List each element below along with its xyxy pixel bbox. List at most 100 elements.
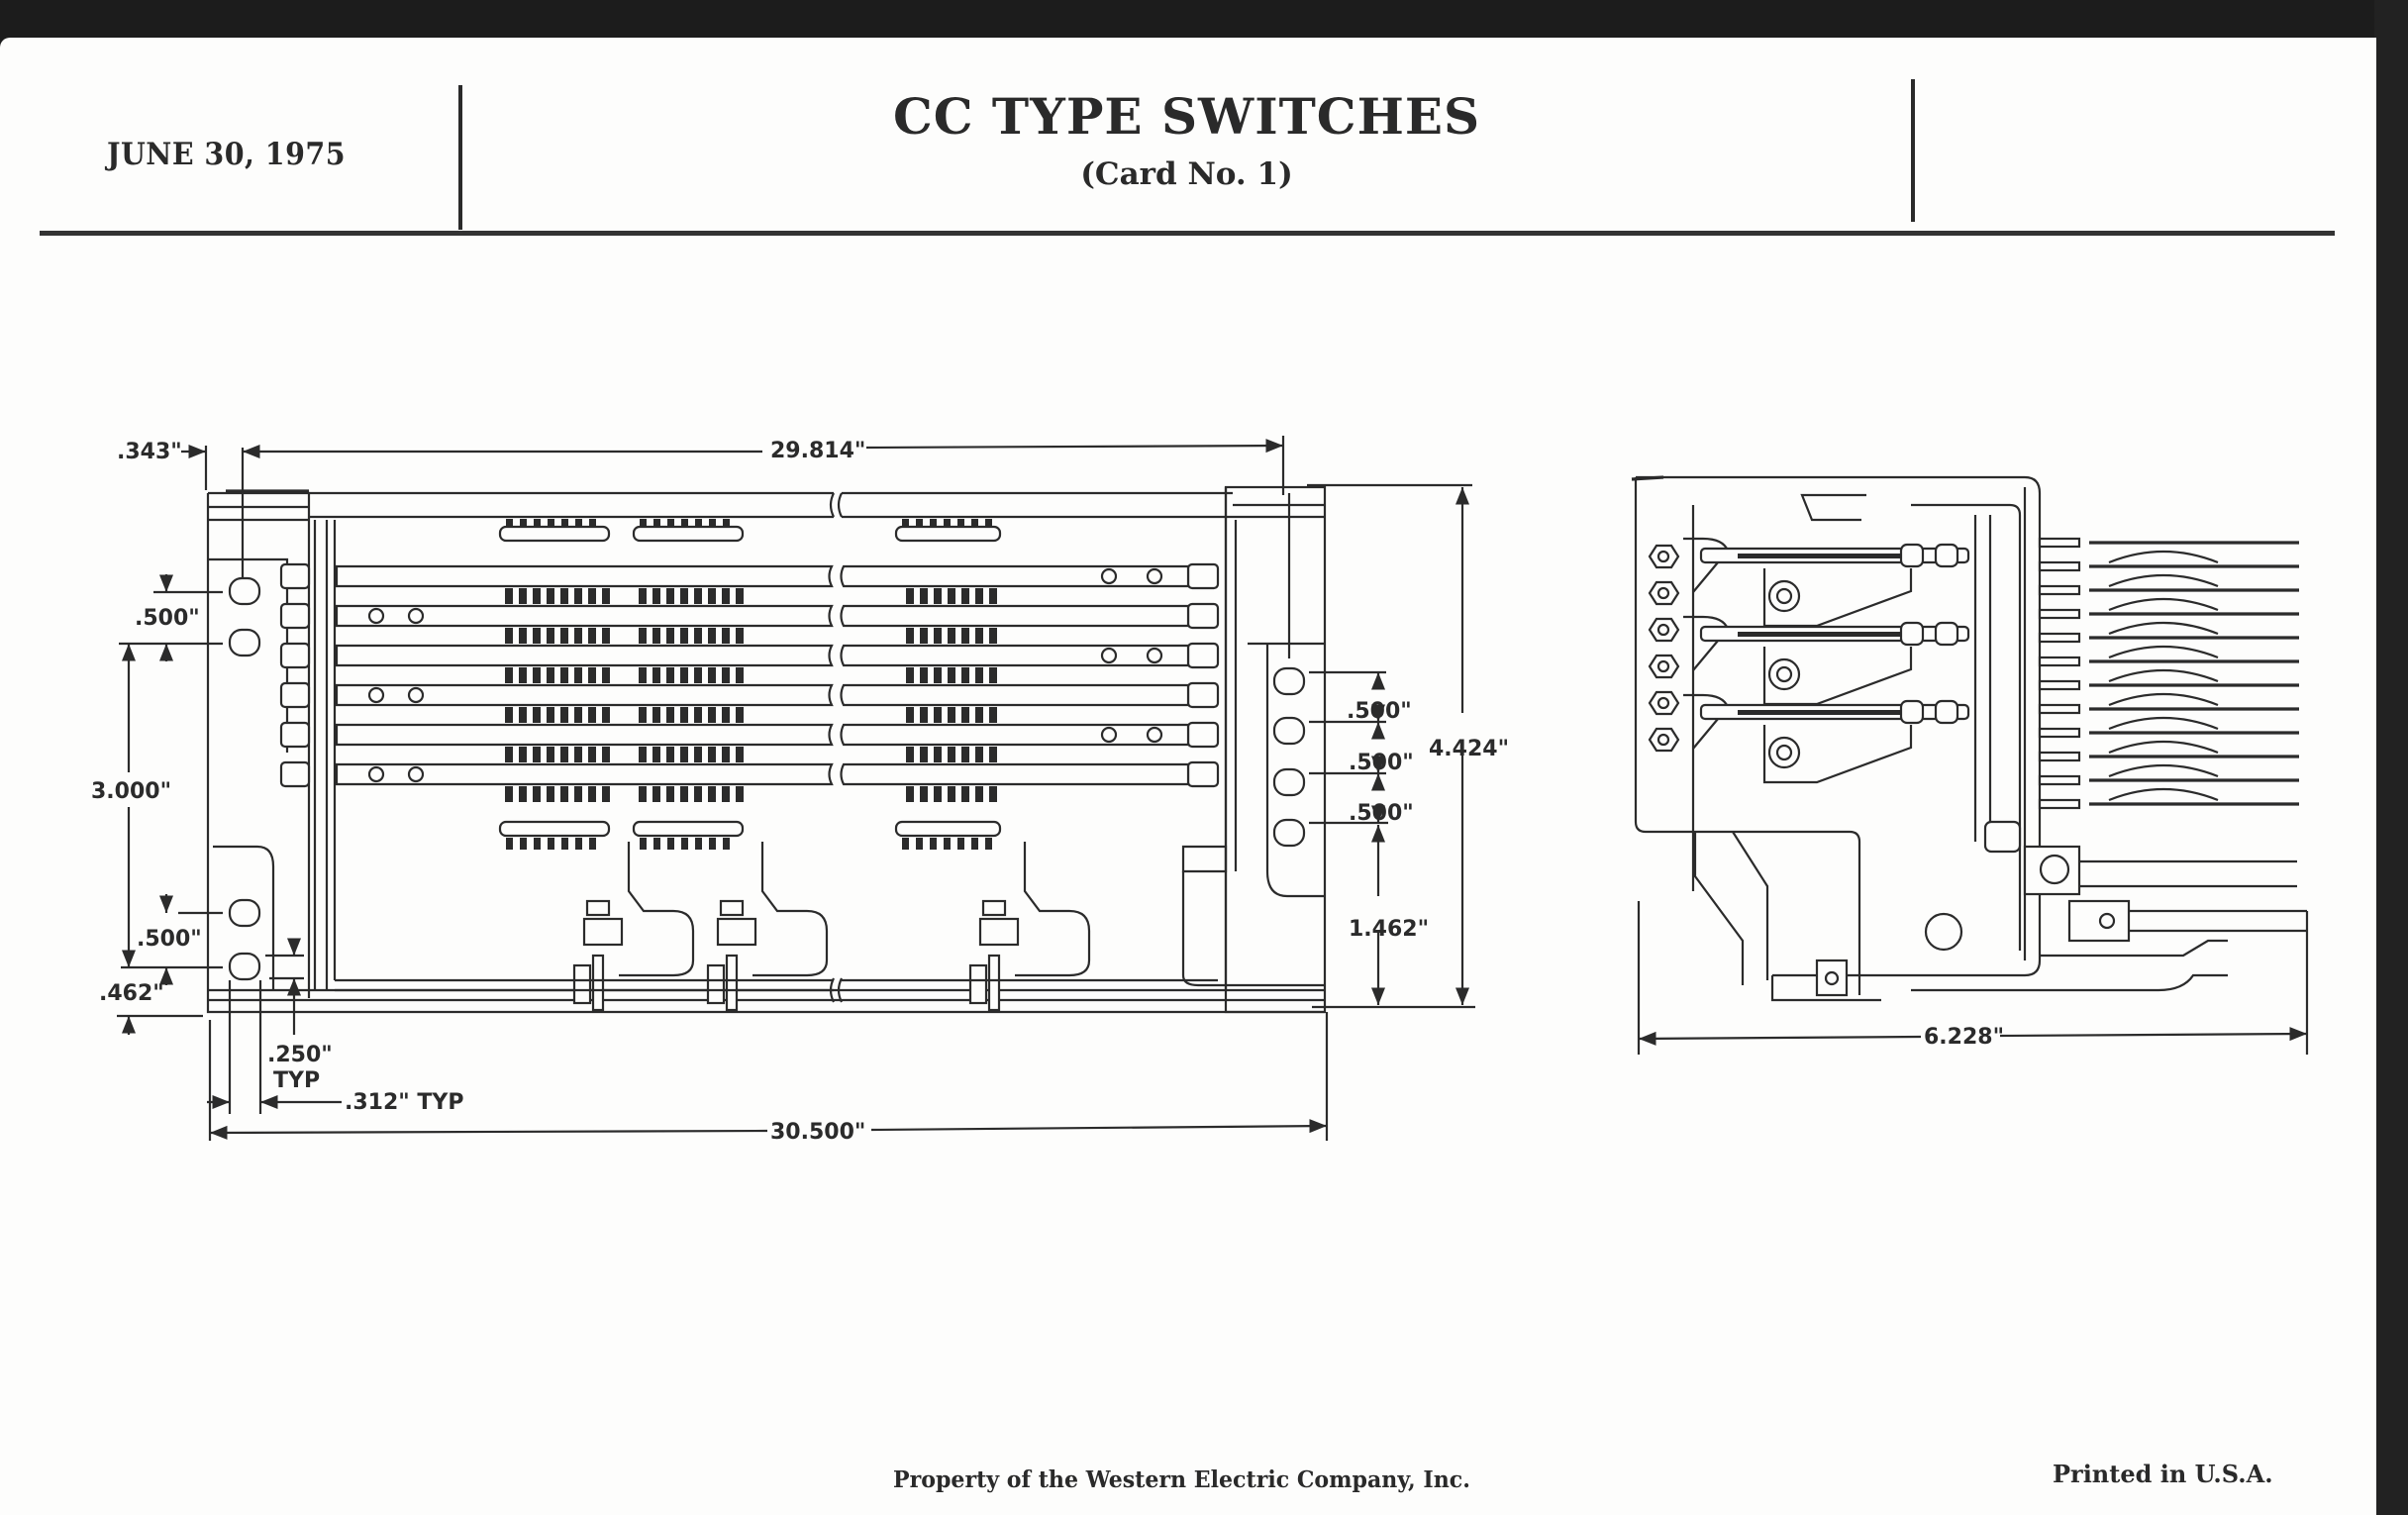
relay-bar xyxy=(840,604,1190,628)
contact-spring xyxy=(602,707,610,723)
contact-spring xyxy=(680,667,688,683)
contact-spring xyxy=(547,707,554,723)
spring-frame xyxy=(1683,615,1730,671)
hex-nut xyxy=(1648,727,1680,753)
contact-spring xyxy=(533,786,541,802)
contact-spring xyxy=(666,747,674,762)
contact-spring xyxy=(975,786,983,802)
contact-spring xyxy=(989,628,997,644)
spring-tip xyxy=(589,838,596,850)
hex-nut xyxy=(1186,602,1220,630)
contact-spring xyxy=(708,786,716,802)
contact-spring xyxy=(736,667,744,683)
contact-spring xyxy=(694,786,702,802)
spring-tip xyxy=(695,519,702,527)
dimension-29814: 29.814" xyxy=(241,436,1285,579)
contact-spring xyxy=(547,786,554,802)
spring-tip xyxy=(520,519,527,527)
contact-spring xyxy=(975,707,983,723)
bottom-clamps xyxy=(572,842,1091,1012)
spring-tip xyxy=(944,519,951,527)
hex-nut xyxy=(279,642,311,669)
contact-spring xyxy=(680,747,688,762)
bracket-tab xyxy=(1815,959,1849,997)
dimension-left-holes: .500" 3.000" .500" .462" xyxy=(91,574,223,1035)
spring-tip xyxy=(723,838,730,850)
spring-comb xyxy=(632,820,745,838)
contact-spring xyxy=(975,588,983,604)
contact-spring xyxy=(736,747,744,762)
clamp-bolt xyxy=(572,963,592,1005)
clamp-bolt xyxy=(968,963,988,1005)
side-contact-springs xyxy=(1683,537,1970,784)
contact-spring xyxy=(906,588,914,604)
dim-label-hole-spacing-top: .500" xyxy=(135,606,200,631)
clamp-arm xyxy=(1015,842,1091,977)
relay-bar xyxy=(840,723,1190,747)
contact-spring xyxy=(666,707,674,723)
clamp-nut xyxy=(981,899,1007,917)
spring-tip xyxy=(944,838,951,850)
contact-spring xyxy=(708,588,716,604)
contact-spring xyxy=(934,707,942,723)
contact-spring xyxy=(680,786,688,802)
spring-tip xyxy=(971,838,978,850)
side-view-drawing: 6.228" xyxy=(1631,475,2309,1055)
terminal-block xyxy=(1983,820,2022,854)
dim-label-inner-length: 29.814" xyxy=(770,439,865,463)
mounting-hole xyxy=(228,952,261,981)
spring-tip xyxy=(548,519,554,527)
bar-hole xyxy=(407,686,425,704)
contact-spring xyxy=(602,786,610,802)
contact-spring xyxy=(639,588,647,604)
contact-spring xyxy=(934,747,942,762)
spring-tip xyxy=(561,519,568,527)
contact-spring xyxy=(602,747,610,762)
contact-bead xyxy=(1934,621,1959,647)
dim-label-overall-height: 4.424" xyxy=(1429,737,1509,761)
contact-spring xyxy=(574,667,582,683)
contact-spring xyxy=(560,707,568,723)
contact-bead xyxy=(1934,543,1959,568)
dim-label-bottom-offset: .462" xyxy=(99,981,164,1006)
spring-tip xyxy=(902,838,909,850)
hex-nut xyxy=(1648,580,1680,606)
spring-tip xyxy=(930,519,937,527)
dimension-right-holes: 4.424" .500" .500" .500" 1.462" xyxy=(1307,483,1509,1009)
armature-screw xyxy=(1767,579,1801,613)
spring-tip xyxy=(640,838,647,850)
spring-tip xyxy=(561,838,568,850)
bar-hole xyxy=(1100,567,1118,585)
contact-spring xyxy=(680,628,688,644)
contact-spring xyxy=(975,667,983,683)
clamp-block xyxy=(716,917,757,947)
clamp-stud xyxy=(591,954,605,1012)
dim-label-overall-depth: 6.228" xyxy=(1924,1025,2004,1050)
contact-spring xyxy=(694,628,702,644)
contact-spring xyxy=(694,707,702,723)
terminal-lug xyxy=(2038,560,2081,572)
mounting-hole xyxy=(228,576,261,606)
spring-comb xyxy=(498,525,611,543)
hex-nut xyxy=(1186,721,1220,749)
contact-spring xyxy=(560,747,568,762)
contact-spring xyxy=(906,786,914,802)
clamp-block xyxy=(582,917,624,947)
contact-spring xyxy=(547,747,554,762)
bar-hole xyxy=(1146,726,1163,744)
bottom-rail xyxy=(335,977,1218,1003)
dim-label-left-offset: .343" xyxy=(117,440,182,464)
contact-spring xyxy=(533,628,541,644)
contact-spring xyxy=(602,667,610,683)
contact-spring xyxy=(961,747,969,762)
armature-plate xyxy=(1762,725,1913,784)
contact-spring xyxy=(652,628,660,644)
contact-spring xyxy=(602,628,610,644)
header-rule xyxy=(40,231,2335,236)
contact-spring xyxy=(920,667,928,683)
hex-nut xyxy=(279,562,311,590)
contact-spring xyxy=(533,747,541,762)
footer-property: Property of the Western Electric Company… xyxy=(893,1466,1470,1493)
armature-screw xyxy=(1767,657,1801,691)
